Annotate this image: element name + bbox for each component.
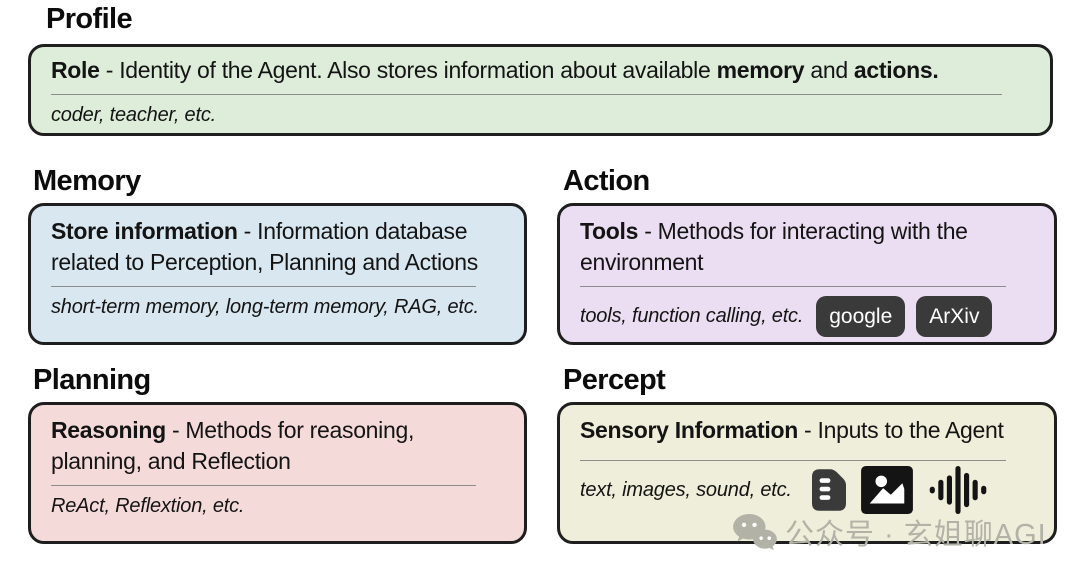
percept-card-text: Sensory Information - Inputs to the Agen… (580, 415, 1034, 446)
planning-card: Reasoning - Methods for reasoning, plann… (28, 402, 527, 544)
action-section-heading: Action (563, 165, 650, 197)
percept-card-footer: text, images, sound, etc. (580, 466, 1034, 514)
arxiv-tool-button[interactable]: ArXiv (916, 296, 993, 337)
google-tool-button[interactable]: google (816, 296, 906, 337)
memory-card-divider (51, 286, 476, 287)
action-card-text: Tools - Methods for interacting with the… (580, 216, 1034, 278)
percept-media-icons (811, 466, 988, 514)
profile-desc-part2: and (804, 57, 854, 83)
planning-term: Reasoning (51, 417, 166, 443)
percept-card: Sensory Information - Inputs to the Agen… (557, 402, 1057, 544)
planning-card-divider (51, 485, 476, 486)
image-icon (860, 466, 913, 514)
audio-waveform-icon (929, 466, 987, 514)
action-card-divider (580, 286, 1006, 287)
memory-desc: - Information database related to Percep… (51, 218, 478, 275)
profile-memory-bold: memory (716, 57, 805, 83)
tool-chips: google ArXiv (816, 296, 993, 337)
percept-section-heading: Percept (563, 364, 666, 396)
planning-examples: ReAct, Reflextion, etc. (51, 495, 245, 517)
action-card-footer: tools, function calling, etc. google ArX… (580, 296, 1034, 337)
action-examples: tools, function calling, etc. (580, 305, 804, 327)
wechat-icon (733, 513, 777, 551)
document-icon (811, 469, 846, 511)
memory-card: Store information - Information database… (28, 203, 527, 345)
planning-section-heading: Planning (33, 364, 151, 396)
percept-desc: - Inputs to the Agent (797, 417, 1004, 443)
action-desc: - Methods for interacting with the envir… (580, 218, 968, 275)
profile-card-divider (51, 94, 1002, 95)
watermark-text: 公众号 · 玄姐聊AGI (785, 519, 1047, 551)
profile-examples: coder, teacher, etc. (51, 104, 216, 126)
watermark: 公众号 · 玄姐聊AGI (733, 511, 1047, 553)
action-term: Tools (580, 218, 639, 244)
planning-card-text: Reasoning - Methods for reasoning, plann… (51, 415, 504, 477)
profile-actions-bold: actions. (853, 57, 939, 83)
percept-examples: text, images, sound, etc. (580, 478, 792, 501)
memory-term: Store information (51, 218, 238, 244)
profile-section-heading: Profile (46, 3, 133, 35)
action-card: Tools - Methods for interacting with the… (557, 203, 1057, 345)
memory-card-text: Store information - Information database… (51, 216, 504, 278)
profile-term: Role (51, 57, 100, 83)
memory-section-heading: Memory (33, 165, 141, 197)
memory-examples: short-term memory, long-term memory, RAG… (51, 296, 479, 318)
percept-card-divider (580, 460, 1006, 461)
profile-card-text: Role - Identity of the Agent. Also store… (51, 55, 1030, 86)
profile-card: Role - Identity of the Agent. Also store… (28, 44, 1053, 136)
planning-desc: - Methods for reasoning, planning, and R… (51, 417, 415, 474)
profile-desc-part1: - Identity of the Agent. Also stores inf… (99, 57, 717, 83)
percept-term: Sensory Information (580, 417, 798, 443)
